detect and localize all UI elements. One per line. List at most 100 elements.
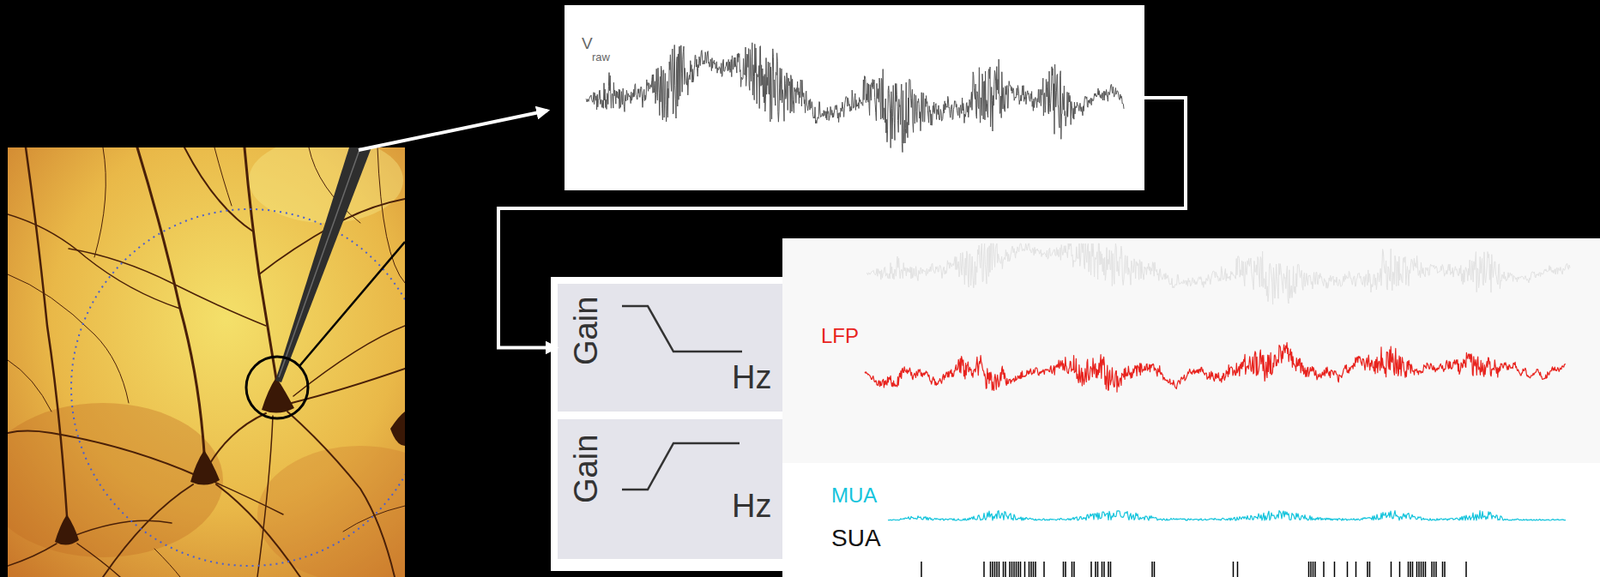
spike-tick <box>1034 561 1037 577</box>
high-pass-filter-box: GainHz <box>557 419 783 560</box>
spike-tick <box>920 561 923 577</box>
output-panel-lower <box>782 463 1600 577</box>
spike-tick <box>1017 561 1020 577</box>
spike-tick <box>1015 561 1018 577</box>
axis-label: Gain <box>567 296 606 366</box>
dendrite <box>154 549 181 577</box>
spike-tick <box>1310 561 1312 577</box>
dendrite <box>7 543 57 567</box>
spike-tick <box>994 561 997 577</box>
dendrite <box>68 248 266 327</box>
signal-label: SUA <box>831 525 882 553</box>
spike-tick <box>1412 561 1414 577</box>
dendrite <box>210 413 266 464</box>
pointer-line <box>299 241 405 367</box>
signal-name: V <box>581 34 593 54</box>
spike-tick <box>1346 561 1349 577</box>
high-pass-curve <box>621 443 740 490</box>
axis-label: Gain <box>567 434 606 504</box>
signal-label: LFP <box>821 324 859 349</box>
spike-tick <box>1151 561 1154 577</box>
dendrite <box>287 411 395 577</box>
spike-tick <box>1312 561 1315 577</box>
spike-tick <box>1028 561 1031 577</box>
spike-tick <box>1110 561 1112 577</box>
spike-tick <box>996 561 998 577</box>
dendrite <box>102 484 194 577</box>
raw-signal-box: Vraw <box>564 5 1145 191</box>
electrode <box>275 147 372 383</box>
spike-tick <box>1399 561 1401 577</box>
spike-tick <box>1430 561 1433 577</box>
dendrite <box>7 431 198 477</box>
spike-tick <box>1032 561 1035 577</box>
spike-tick <box>983 561 985 577</box>
neuron-photo <box>7 403 224 558</box>
dendrite <box>216 484 301 577</box>
signal-arrow <box>358 110 548 151</box>
spike-tick <box>1424 561 1427 577</box>
dendrite <box>7 147 405 577</box>
spike-tick <box>1020 561 1022 577</box>
spike-tick <box>1101 561 1104 577</box>
spike-tick <box>1004 561 1007 577</box>
soma <box>190 450 220 486</box>
spike-tick <box>1435 561 1437 577</box>
spike-tick <box>1024 561 1027 577</box>
spike-tick <box>1013 561 1015 577</box>
spike-tick <box>998 561 1001 577</box>
axis-label: Hz <box>731 359 772 398</box>
spike-tick <box>1062 561 1065 577</box>
recording-radius <box>71 209 405 567</box>
spike-tick <box>1433 561 1436 577</box>
spike-tick <box>1366 561 1369 577</box>
low-pass-filter-box: GainHz <box>557 283 783 412</box>
spike-tick <box>1422 561 1425 577</box>
mua-trace <box>887 511 1566 521</box>
dendrite <box>73 520 172 537</box>
spike-tick <box>1043 561 1045 577</box>
raw-trace <box>585 42 1124 153</box>
dendrite <box>184 147 254 232</box>
spike-tick <box>991 561 994 577</box>
filter-panel <box>550 277 785 572</box>
raw-panel <box>564 5 1145 191</box>
dendrite <box>244 147 277 380</box>
spike-tick <box>1314 561 1317 577</box>
spike-tick <box>1416 561 1419 577</box>
spike-tick <box>1107 561 1110 577</box>
spike-tick <box>1322 561 1325 577</box>
dendrite <box>377 147 405 284</box>
ghost-trace <box>866 243 1570 305</box>
dendrite <box>7 214 181 309</box>
spike-tick <box>1153 561 1156 577</box>
spike-tick <box>1094 561 1097 577</box>
dendrite <box>210 480 284 515</box>
lfp-trace <box>864 343 1566 393</box>
filter-box-ground <box>557 419 783 560</box>
output-panel <box>782 238 1600 577</box>
dendrite <box>7 274 129 404</box>
spike-tick <box>1407 561 1410 577</box>
dendrite <box>214 147 232 206</box>
neuron-photo <box>257 446 405 577</box>
spike-tick <box>1011 561 1014 577</box>
dendrite <box>25 147 67 517</box>
filter-box-ground <box>557 283 783 412</box>
dendrite <box>293 326 405 397</box>
spike-tick <box>1390 561 1393 577</box>
spike-tick <box>1442 561 1444 577</box>
spike-tick <box>1002 561 1005 577</box>
signal-output-panel: LFPMUASUA <box>782 238 1600 577</box>
spike-tick <box>990 561 992 577</box>
spike-tick <box>1409 561 1412 577</box>
low-pass-curve <box>621 306 743 352</box>
spike-tick <box>1030 561 1033 577</box>
dendrite <box>137 147 205 453</box>
spike-tick <box>1308 561 1311 577</box>
spike-tick <box>1064 561 1067 577</box>
spike-tick <box>1071 561 1074 577</box>
raw-trace <box>585 42 1124 153</box>
